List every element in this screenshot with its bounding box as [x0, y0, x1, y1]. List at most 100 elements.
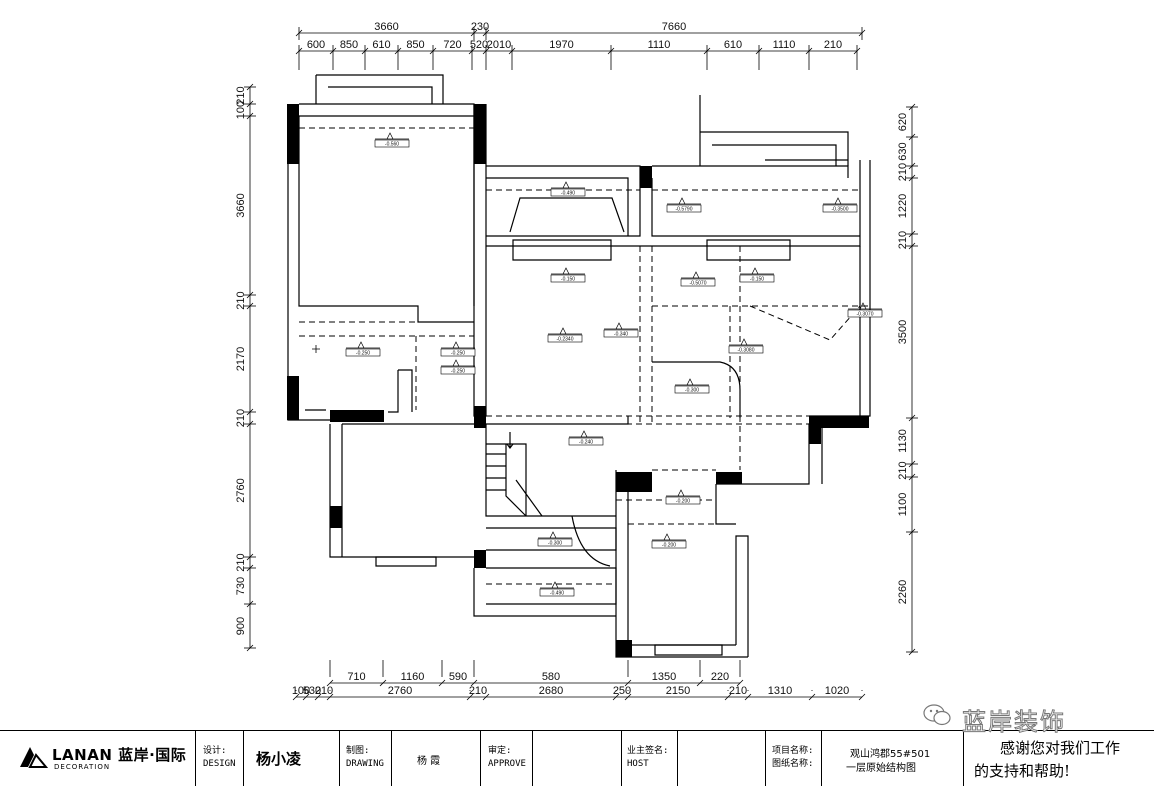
level-mark-arrow: [549, 531, 557, 539]
dim-bottom-total-label: 2760: [388, 685, 412, 697]
dim-top-label: 1970: [549, 39, 573, 51]
dim-bottom-total-label: 1020: [825, 685, 849, 697]
level-mark-arrow: [551, 581, 559, 589]
dim-top-slash: [853, 47, 861, 55]
dim-left-label: 100: [235, 101, 247, 119]
level-mark-label: -0.250: [451, 369, 465, 375]
dim-bottom-total-label: 2680: [539, 685, 563, 697]
dim-bottom-slash: [438, 679, 446, 687]
logo-cell: LANAN 蓝岸·国际 DECORATION: [0, 731, 196, 786]
level-mark-box: [822, 204, 858, 213]
dim-bottom-total-label: 1310: [768, 685, 792, 697]
thanks-cell: 感谢您对我们工作 的支持和帮助!: [964, 731, 1154, 786]
level-mark-label: -0.3070: [857, 312, 874, 318]
dim-bottom-total-label: 210: [315, 685, 333, 697]
project-name: 观山鸿郡55#501: [850, 749, 931, 760]
dim-right-label: 630: [897, 142, 909, 160]
dim-bottom-total-slash: [724, 693, 732, 701]
dim-bottom-label: 580: [542, 671, 560, 683]
dim-top-label: 2010: [487, 39, 511, 51]
wall: [486, 160, 861, 247]
dim-left-label: 730: [235, 577, 247, 595]
level-mark-arrow: [559, 327, 567, 335]
dim-bottom-total-slash: [292, 693, 300, 701]
dim-left-slash: [246, 100, 254, 108]
dim-left-label: 900: [235, 617, 247, 635]
dim-left-slash: [246, 302, 254, 310]
dim-top-label: 610: [372, 39, 390, 51]
level-mark-arrow: [562, 267, 570, 275]
dim-top-label: 210: [824, 39, 842, 51]
level-mark-label: -0.2340: [557, 337, 574, 343]
dim-top-label: 850: [406, 39, 424, 51]
dim-top-slash: [468, 47, 476, 55]
wall: [809, 160, 871, 417]
column: [474, 550, 486, 568]
dim-bottom-label: 1160: [401, 671, 425, 683]
level-mark-arrow: [859, 302, 867, 310]
column: [287, 104, 299, 164]
dim-bottom-slash: [696, 679, 704, 687]
column: [716, 472, 742, 484]
level-mark-arrow: [692, 271, 700, 279]
wall: [700, 131, 849, 166]
level-mark-label: -0.150: [561, 277, 575, 283]
wall: [398, 369, 413, 412]
approve-label-en: APPROVE: [488, 759, 526, 769]
column: [640, 166, 652, 188]
dim-bottom-total-slash: [314, 693, 322, 701]
sheet-label: 图纸名称:: [772, 759, 814, 769]
level-mark-label: -0.300: [685, 388, 699, 394]
wall: [485, 424, 616, 517]
level-mark-arrow: [357, 341, 365, 349]
dim-right-label: 210: [897, 461, 909, 479]
approve-label-cn: 审定:: [488, 746, 512, 756]
level-mark-arrow: [834, 197, 842, 205]
dim-top-total-slash: [858, 29, 866, 37]
design-label-en: DESIGN: [203, 759, 236, 769]
door-arc: [571, 515, 611, 567]
level-mark-box: [674, 385, 710, 394]
dim-bottom-total-slash: [624, 693, 632, 701]
dim-right-slash: [908, 133, 916, 141]
dimension-lines: [244, 27, 918, 701]
dim-right-slash: [908, 174, 916, 182]
dim-bottom-label: 220: [711, 671, 729, 683]
level-mark-label: -0.5070: [690, 281, 707, 287]
dim-bottom-total-slash: [326, 693, 334, 701]
dim-left-label: 2170: [235, 347, 247, 371]
bay-window: [509, 197, 625, 233]
level-mark-label: -0.5790: [676, 207, 693, 213]
owner-sign-cell: [678, 731, 766, 786]
dim-left-label: 210: [235, 553, 247, 571]
sheet-name: 一层原始结构图: [846, 763, 916, 774]
level-mark-label: -0.3500: [832, 207, 849, 213]
drawing-label-cn: 制图:: [346, 746, 370, 756]
owner-label-cn: 业主签名:: [627, 746, 669, 756]
dim-bottom-total-slash: [482, 693, 490, 701]
dim-right-label: 210: [897, 231, 909, 249]
dim-top-total-label: 3660: [374, 21, 398, 33]
dim-right-slash: [908, 103, 916, 111]
column: [809, 424, 821, 444]
wall: [486, 177, 629, 236]
dim-left-slash: [246, 553, 254, 561]
dim-top-slash: [607, 47, 615, 55]
column: [616, 640, 632, 657]
dim-top-label: 520: [470, 39, 488, 51]
wall: [316, 74, 444, 104]
stair: [486, 443, 543, 517]
level-mark-box: [550, 274, 586, 283]
level-mark-box: [666, 204, 702, 213]
dim-left-slash: [246, 420, 254, 428]
dim-left-slash: [246, 644, 254, 652]
dim-right-slash: [908, 473, 916, 481]
stair-arrow: [506, 432, 514, 449]
level-mark-label: -0.250: [451, 351, 465, 357]
dim-left-slash: [246, 600, 254, 608]
dim-left-slash: [246, 112, 254, 120]
column: [474, 104, 486, 164]
lanan-logo-icon: [20, 747, 48, 768]
level-mark-box: [665, 496, 701, 505]
